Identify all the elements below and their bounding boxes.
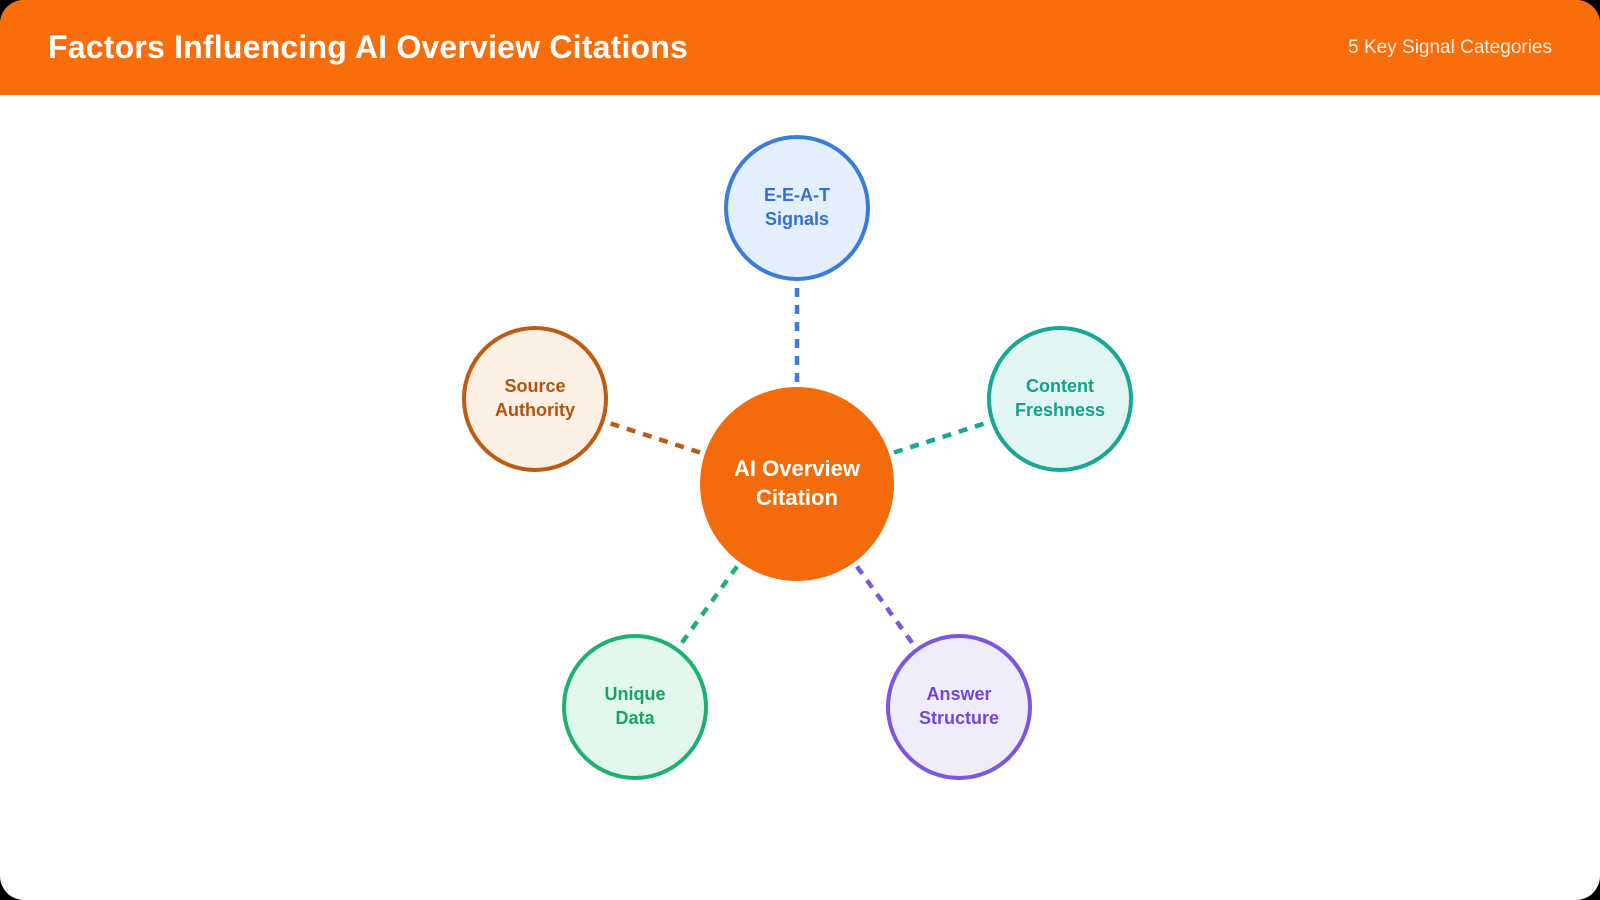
center-node-label-line1: AI Overview	[734, 456, 860, 482]
center-node-label-line2: Citation	[756, 485, 838, 510]
center-node-ai-overview-citation: AI Overview Citation	[700, 387, 894, 581]
connector-answer-structure	[855, 565, 915, 646]
node-content-freshness: Content Freshness	[987, 326, 1133, 472]
node-source-authority: Source Authority	[462, 326, 608, 472]
node-answer-structure: Answer Structure	[886, 634, 1032, 780]
node-label-line2: Data	[615, 708, 655, 728]
node-label-line2: Authority	[495, 400, 575, 420]
header-bar: Factors Influencing AI Overview Citation…	[0, 0, 1600, 95]
connector-content-freshness	[893, 420, 987, 455]
connector-source-authority	[608, 420, 701, 455]
node-label-line1: Content	[1026, 376, 1094, 397]
page-title: Factors Influencing AI Overview Citation…	[48, 29, 689, 65]
node-label-line2: Structure	[918, 708, 999, 728]
header-subtitle: 5 Key Signal Categories	[1348, 36, 1552, 58]
node-label-line1: Answer	[926, 684, 992, 705]
node-label-line2: Signals	[764, 209, 830, 229]
node-unique-data: Unique Data	[562, 634, 708, 780]
node-label-line1: E-E-A-T	[764, 185, 830, 206]
node-label-line2: Freshness	[1014, 400, 1106, 420]
node-label-line1: Source	[504, 376, 566, 397]
node-label-line1: Unique	[604, 684, 666, 705]
connector-unique-data	[679, 565, 739, 646]
node-eeat-signals: E-E-A-T Signals	[724, 135, 870, 281]
